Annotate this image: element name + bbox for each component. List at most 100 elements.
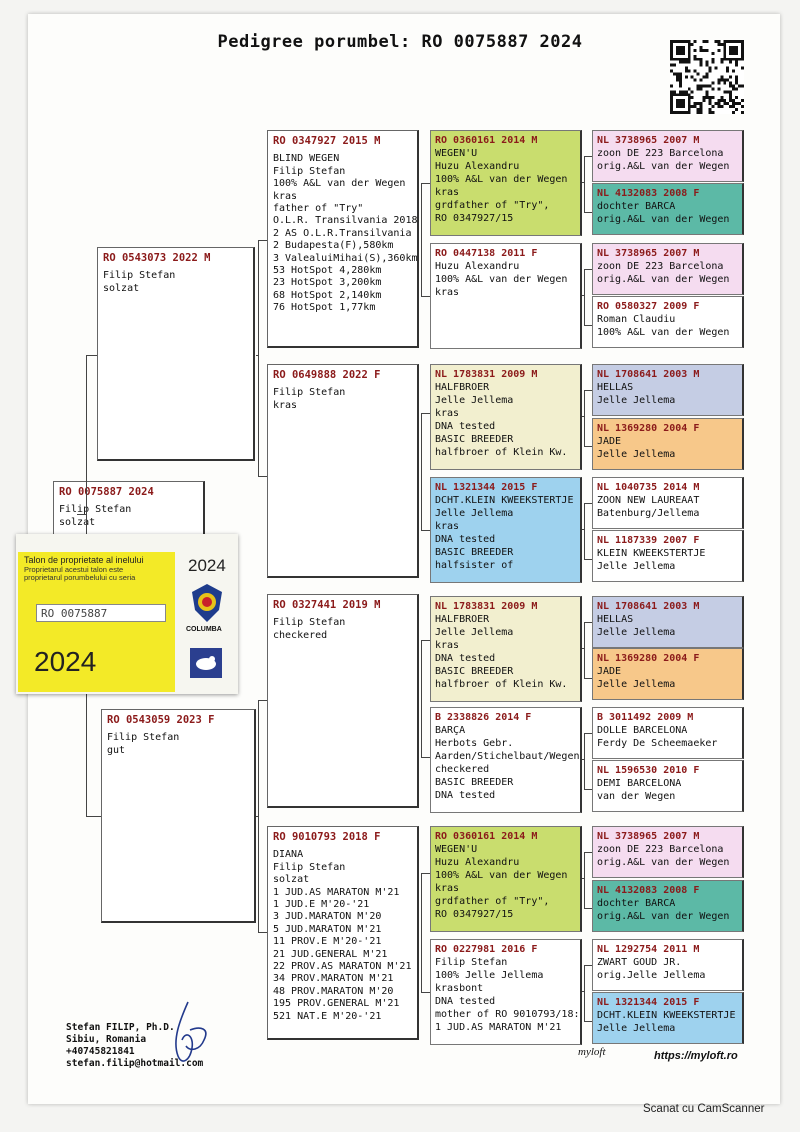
pigeon-info-line: Jelle Jellema: [597, 1023, 676, 1034]
pigeon-info-line: 53 HotSpot 4,280km: [273, 265, 382, 277]
connector-line: [421, 413, 422, 530]
myloft-url[interactable]: https://myloft.ro: [654, 1050, 738, 1062]
connector-line: [421, 640, 430, 641]
connector-line: [421, 992, 430, 993]
pigeon-info-line: 2 AS O.L.R.Transilvania: [273, 227, 412, 239]
pigeon-info-line: halfbroer of Klein Kw.: [435, 447, 568, 458]
ring-number: NL 3738965 2007 M: [597, 831, 700, 842]
connector-line: [421, 757, 430, 758]
scanner-watermark: Scanat cu CamScanner: [643, 1103, 765, 1115]
ring-number: NL 1040735 2014 M: [597, 482, 700, 493]
pigeon-info-line: DCHT.KLEIN KWEEKSTERTJE: [597, 1010, 736, 1021]
pigeon-info-line: ZWART GOUD JR.: [597, 957, 682, 968]
connector-line: [584, 390, 585, 446]
connector-line: [584, 1021, 592, 1022]
ring-number: NL 4132083 2008 F: [597, 885, 700, 896]
pigeon-info-line: Jelle Jellema: [597, 561, 676, 572]
connector-line: [584, 622, 585, 678]
pigeon-info-line: zoon DE 223 Barcelona: [597, 261, 724, 272]
pigeon-info-line: dochter BARCA: [597, 201, 676, 212]
talon-subtext-line: Proprietarul acestui talon este: [24, 565, 124, 574]
connector-line: [584, 733, 585, 789]
ring-number: NL 1369280 2004 F: [597, 423, 700, 434]
connector-line: [584, 789, 592, 790]
qr-code: [670, 40, 744, 114]
ring-number: RO 0075887 2024: [59, 486, 154, 498]
connector-line: [584, 269, 592, 270]
pigeon-info-line: 521 NAT.E M'20-'21: [273, 1010, 382, 1022]
pigeon-info-line: kras: [435, 287, 460, 298]
ring-number: NL 1596530 2010 F: [597, 765, 700, 776]
connector-line: [256, 816, 259, 817]
pigeon-info-line: checkered: [435, 764, 490, 775]
connector-line: [582, 878, 585, 879]
pigeon-info-line: BASIC BREEDER: [435, 434, 514, 445]
connector-line: [584, 325, 592, 326]
pigeon-info-line: DNA tested: [435, 790, 496, 801]
pigeon-info-line: Filip Stefan: [107, 732, 180, 744]
pigeon-info-line: ZOON NEW LAUREAAT: [597, 495, 700, 506]
pigeon-info-line: 76 HotSpot 1,77km: [273, 302, 376, 314]
pigeon-info-line: kras: [273, 399, 298, 411]
talon-serial: RO 0075887: [36, 604, 166, 622]
ring-ownership-talon: Talon de proprietate al inelului Proprie…: [16, 534, 238, 694]
connector-line: [584, 965, 592, 966]
ring-number: RO 0327441 2019 M: [273, 599, 381, 611]
pigeon-info-line: Jelle Jellema: [435, 508, 514, 519]
ring-number: RO 9010793 2018 F: [273, 831, 381, 843]
pigeon-info-line: solzat: [273, 874, 310, 886]
pigeon-info-line: RO 0347927/15: [435, 909, 514, 920]
pigeon-info-line: DNA tested: [435, 421, 496, 432]
pigeon-info-line: HELLAS: [597, 382, 634, 393]
connector-line: [86, 355, 97, 356]
connector-line: [582, 759, 585, 760]
pigeon-info-line: kras: [435, 640, 460, 651]
connector-line: [256, 355, 259, 356]
connector-line: [584, 678, 592, 679]
pigeon-info-line: BASIC BREEDER: [435, 777, 514, 788]
pigeon-info-line: Filip Stefan: [103, 270, 176, 282]
pigeon-info-line: DOLLE BARCELONA: [597, 725, 688, 736]
signature-icon: [175, 1001, 207, 1062]
pigeon-info-line: orig.A&L van der Wegen: [597, 214, 730, 225]
connector-line: [258, 240, 259, 476]
ring-number: NL 1783831 2009 M: [435, 369, 538, 380]
pigeon-info-line: halfsister of: [435, 560, 514, 571]
ring-number: NL 1321344 2015 F: [435, 482, 538, 493]
pigeon-info-line: Jelle Jellema: [435, 395, 514, 406]
pigeon-info-line: krasbont: [435, 983, 484, 994]
pigeon-info-line: 3 ValealuiMihai(S),360km: [273, 252, 418, 264]
pigeon-info-line: Filip Stefan: [273, 387, 346, 399]
connector-line: [584, 503, 585, 559]
ring-number: RO 0360161 2014 M: [435, 135, 538, 146]
connector-line: [584, 559, 592, 560]
pigeon-info-line: 100% A&L van der Wegen: [435, 870, 568, 881]
pigeon-info-line: Jelle Jellema: [597, 449, 676, 460]
connector-line: [421, 873, 422, 992]
connector-line: [584, 908, 592, 909]
pigeon-info-line: Filip Stefan: [59, 504, 132, 516]
pigeon-info-line: Roman Claudiu: [597, 314, 676, 325]
pigeon-info-line: orig.Jelle Jellema: [597, 970, 706, 981]
connector-line: [582, 295, 585, 296]
ring-number: NL 4132083 2008 F: [597, 188, 700, 199]
pigeon-info-line: Aarden/Stichelbaut/Wegen: [435, 751, 580, 762]
myloft-logo: myloft: [578, 1046, 606, 1058]
pigeon-info-line: 34 PROV.MARATON M'21: [273, 973, 394, 985]
pigeon-info-line: dochter BARCA: [597, 898, 676, 909]
pigeon-info-line: 100% A&L van der Wegen: [597, 327, 730, 338]
pigeon-info-line: Jelle Jellema: [597, 395, 676, 406]
pigeon-info-line: Filip Stefan: [273, 861, 346, 873]
pigeon-info-line: 48 PROV.MARATON M'20: [273, 985, 394, 997]
ring-number: NL 1369280 2004 F: [597, 653, 700, 664]
